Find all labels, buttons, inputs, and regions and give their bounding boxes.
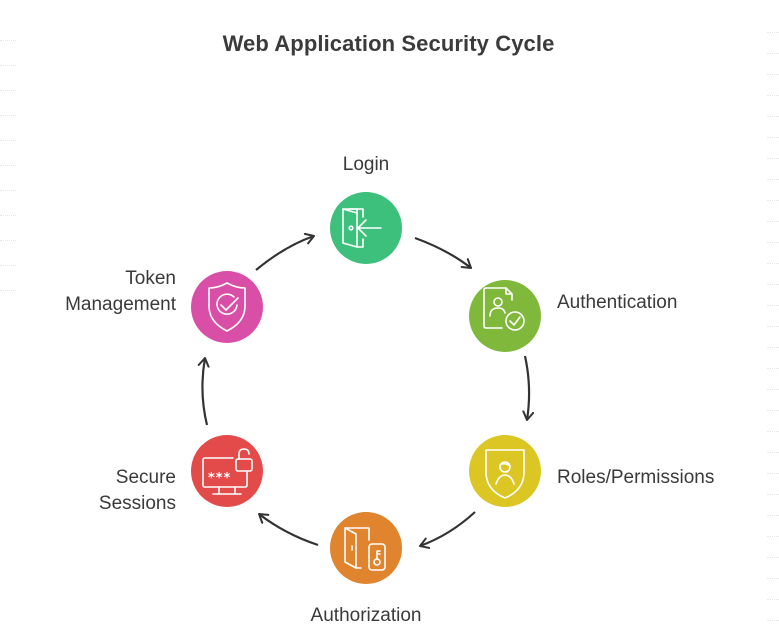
- edge-dot-mark: [767, 221, 779, 222]
- arrow-login-to-authentication: [414, 236, 472, 269]
- edge-dot-mark: [0, 90, 16, 91]
- door-enter-icon: [342, 208, 382, 248]
- shield-user-icon: [485, 449, 525, 499]
- node-token-management: [191, 271, 263, 343]
- edge-dot-mark: [0, 165, 16, 166]
- edge-dot-mark: [0, 215, 16, 216]
- monitor-password-lock-icon: ***: [202, 448, 253, 495]
- label-line: Sessions: [98, 493, 176, 514]
- node-login: [330, 192, 402, 264]
- edge-dot-mark: [767, 263, 779, 264]
- edge-dot-mark: [767, 32, 779, 33]
- edge-dot-mark: [767, 347, 779, 348]
- edge-dot-mark: [767, 368, 779, 369]
- label-roles-permissions: Roles/Permissions: [557, 467, 715, 488]
- edge-dot-mark: [767, 578, 779, 579]
- label-authentication: Authentication: [557, 292, 678, 313]
- label-login: Login: [342, 154, 390, 175]
- label-line: Secure: [115, 467, 176, 488]
- arrow-sessions-to-token: [197, 357, 210, 426]
- label-line: Token: [125, 268, 176, 289]
- label-authorization: Authorization: [310, 605, 422, 626]
- arrow-roles-to-authorization: [419, 511, 476, 549]
- user-document-check-icon: [483, 287, 525, 331]
- edge-dot-mark: [0, 190, 16, 191]
- door-key-icon: [344, 527, 386, 571]
- title-text: Web Application Security Cycle: [222, 31, 555, 56]
- edge-dot-mark: [767, 74, 779, 75]
- edge-dot-mark: [767, 179, 779, 180]
- edge-dot-mark: [767, 53, 779, 54]
- node-secure-sessions: ***: [191, 435, 263, 507]
- edge-dot-mark: [0, 265, 16, 266]
- edge-dot-mark: [767, 515, 779, 516]
- edge-dot-mark: [767, 95, 779, 96]
- edge-dot-mark: [767, 431, 779, 432]
- edge-dot-mark: [767, 137, 779, 138]
- edge-dot-mark: [767, 557, 779, 558]
- svg-text:***: ***: [208, 471, 231, 486]
- edge-dot-mark: [767, 326, 779, 327]
- arrow-authentication-to-roles: [522, 355, 535, 421]
- node-roles-permissions: [469, 435, 541, 507]
- node-authorization: [330, 512, 402, 584]
- edge-dot-mark: [767, 284, 779, 285]
- label-token-management: Token Management: [65, 266, 176, 318]
- node-authentication: [469, 280, 541, 352]
- edge-dot-mark: [767, 536, 779, 537]
- edge-dot-mark: [767, 116, 779, 117]
- label-line: Management: [65, 294, 176, 315]
- edge-dot-mark: [0, 140, 16, 141]
- edge-dot-mark: [767, 599, 779, 600]
- arrow-authorization-to-sessions: [258, 513, 319, 547]
- edge-dot-mark: [0, 290, 16, 291]
- edge-dot-mark: [0, 240, 16, 241]
- label-secure-sessions: Secure Sessions: [99, 465, 176, 517]
- diagram-title: Web Application Security Cycle: [0, 31, 779, 57]
- edge-dot-mark: [767, 200, 779, 201]
- edge-dot-mark: [767, 158, 779, 159]
- edge-dot-mark: [767, 494, 779, 495]
- edge-dot-mark: [0, 65, 16, 66]
- edge-dot-mark: [0, 115, 16, 116]
- edge-dot-mark: [767, 242, 779, 243]
- edge-dot-mark: [767, 305, 779, 306]
- edge-dot-mark: [767, 410, 779, 411]
- edge-dot-mark: [767, 620, 779, 621]
- shield-check-icon: [208, 282, 246, 332]
- edge-dot-mark: [767, 452, 779, 453]
- edge-dot-mark: [767, 389, 779, 390]
- edge-dot-mark: [0, 40, 16, 41]
- arrow-token-to-login: [255, 232, 315, 271]
- edge-dot-mark: [767, 473, 779, 474]
